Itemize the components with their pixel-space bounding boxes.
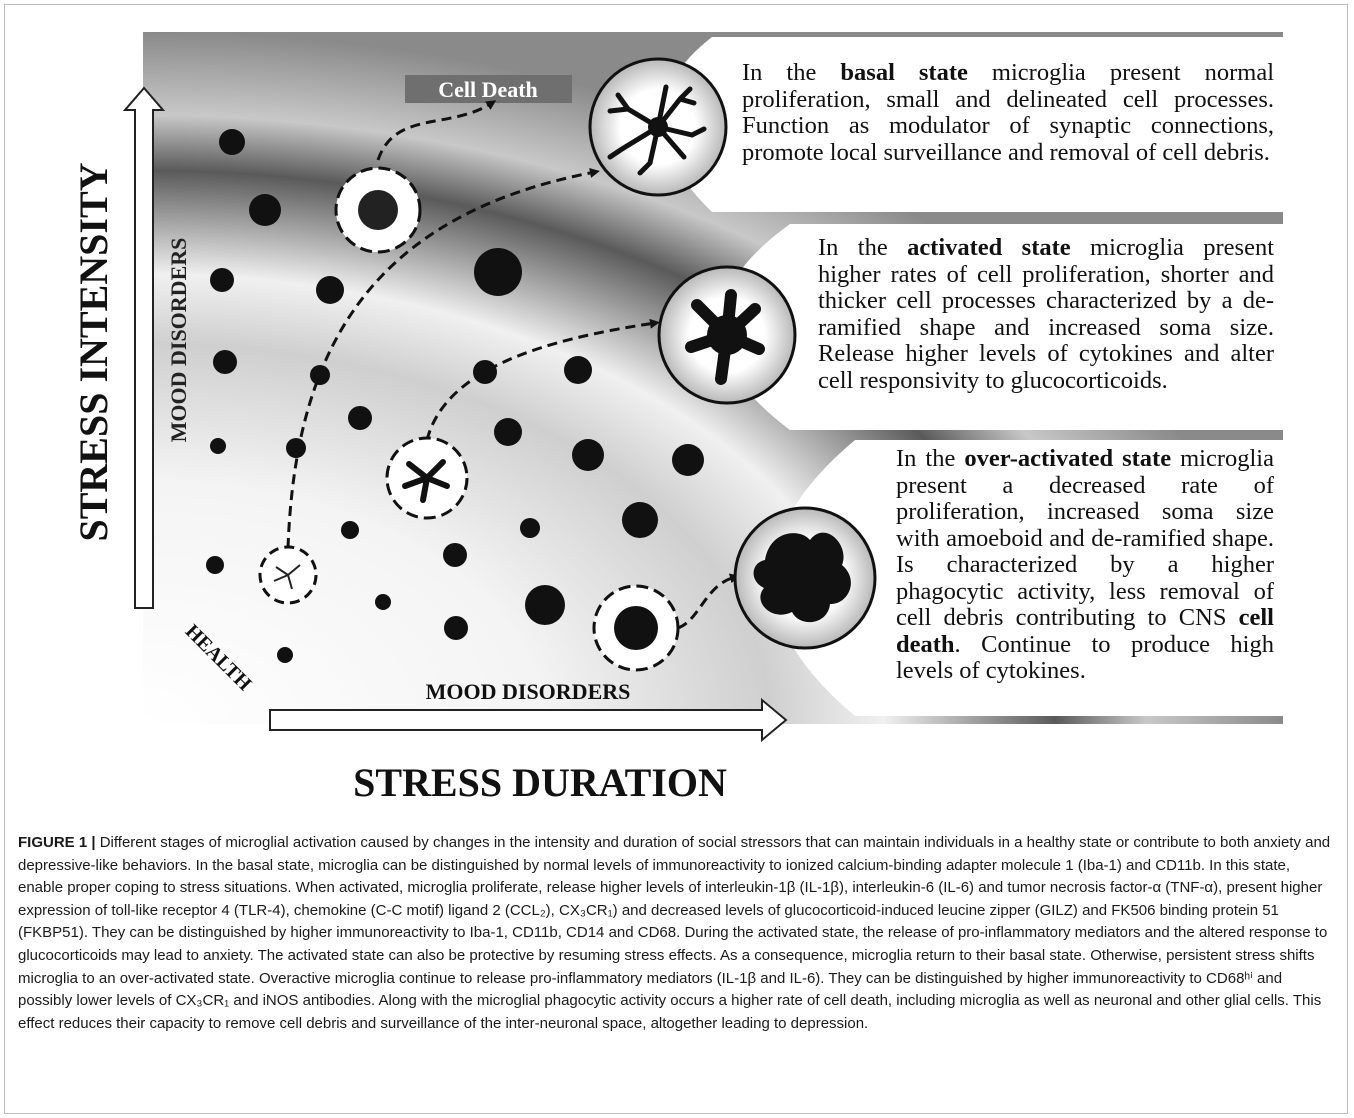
panel-overactivated-pre: In the	[896, 446, 964, 472]
panel-basal-text-box: In the basal state microglia present nor…	[742, 60, 1274, 208]
panel-overactivated-bold: over-activated state	[964, 446, 1171, 472]
dashed-circle-activated	[387, 438, 467, 518]
dashed-circle-overactivated	[594, 586, 678, 670]
y-axis-title: STRESS INTENSITY	[71, 162, 116, 541]
dashed-circle-deathcell	[336, 168, 420, 252]
panel-activated-pre: In the	[818, 235, 907, 261]
state-circle-overactivated	[735, 508, 875, 648]
panel-activated-bold: activated state	[907, 235, 1071, 261]
state-circle-activated	[659, 267, 795, 403]
dashed-circle-health	[260, 547, 316, 603]
panel-activated-text-box: In the activated state microglia present…	[818, 235, 1274, 427]
figure-caption: FIGURE 1 | Different stages of microglia…	[18, 832, 1338, 1035]
panel-basal-pre: In the	[742, 60, 840, 86]
x-axis-title: STRESS DURATION	[353, 760, 727, 805]
panel-basal-bold: basal state	[840, 60, 967, 86]
mood-disorders-horizontal: MOOD DISORDERS	[426, 679, 631, 704]
cell-death-label: Cell Death	[438, 77, 538, 102]
microglia-diagram: STRESS INTENSITY STRESS DURATION HEALTH …	[0, 0, 1354, 820]
panel-overactivated-text-box: In the over-activated state microglia pr…	[896, 446, 1274, 714]
mood-disorders-vertical: MOOD DISORDERS	[166, 238, 191, 443]
caption-text: Different stages of microglial activatio…	[18, 834, 1330, 1032]
state-circle-basal	[590, 59, 726, 195]
panel-overactivated-post: microglia present a decreased rate of pr…	[896, 446, 1274, 631]
caption-label: FIGURE 1 |	[18, 834, 96, 851]
